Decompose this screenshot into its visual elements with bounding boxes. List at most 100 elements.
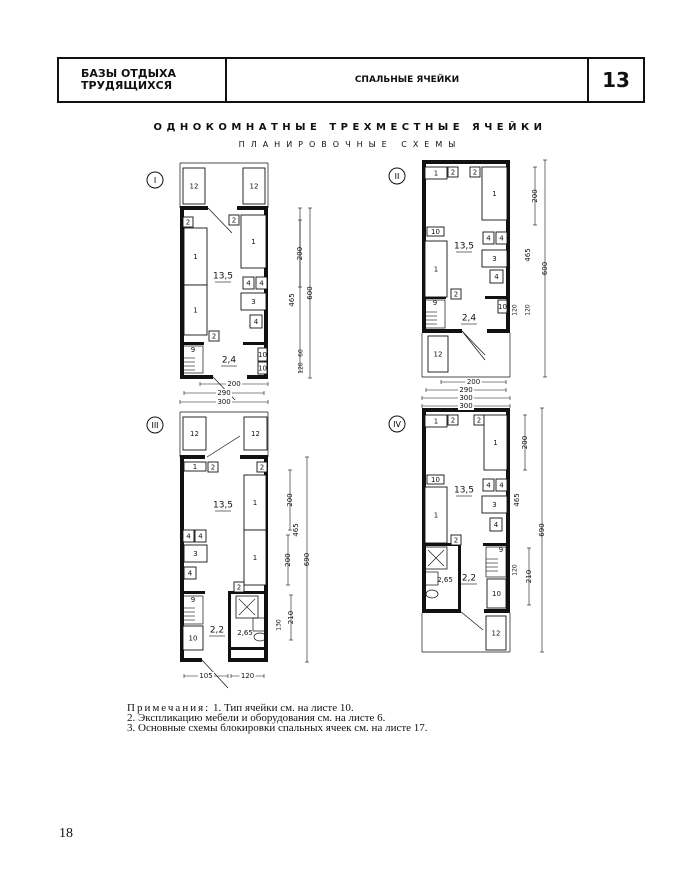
furniture-2: [447, 414, 459, 426]
furniture-label: 4: [198, 533, 203, 541]
furniture-4: [482, 231, 495, 245]
dimension-label: 690: [538, 523, 546, 536]
dimension-label: 130: [276, 619, 283, 631]
furniture-10: [497, 299, 508, 314]
furniture-1: [243, 529, 267, 586]
furniture-label: 1: [193, 463, 197, 471]
wall: [228, 591, 268, 594]
furniture-1: [183, 284, 208, 336]
furniture-label: 10: [258, 365, 267, 373]
furniture-label: 12: [434, 351, 443, 359]
room-area: 2,2: [462, 574, 476, 584]
dimension-label: 120: [512, 564, 519, 576]
furniture-12: [182, 416, 207, 451]
furniture-label: 4: [254, 318, 259, 326]
furniture-label: 4: [499, 235, 504, 243]
wall: [483, 543, 510, 546]
dimension-label: 210: [525, 570, 533, 583]
furniture-4: [489, 269, 504, 284]
furniture-label: 12: [190, 183, 199, 191]
dimension-label: 120: [241, 672, 254, 680]
dimension-label: 465: [513, 493, 521, 506]
furniture-label: 4: [259, 280, 264, 288]
room-area: 13,5: [454, 242, 474, 252]
note-2: 2. Экспликацию мебели и оборудования см.…: [127, 712, 386, 724]
wall: [180, 658, 202, 662]
dimension-label: 465: [292, 523, 300, 536]
furniture-label: 1: [492, 190, 496, 198]
furniture-label: 2: [186, 219, 190, 227]
wall: [422, 160, 426, 332]
stair: [182, 595, 204, 625]
furniture-3: [240, 292, 267, 311]
furniture-label: 1: [193, 253, 197, 261]
furniture-label: 10: [431, 228, 440, 236]
furniture-label: 4: [494, 273, 499, 281]
dimension-label: 290: [217, 389, 230, 397]
wall: [228, 591, 231, 661]
furniture-label: 9: [433, 299, 437, 307]
furniture-label: 2: [473, 169, 477, 177]
furniture-label: 9: [499, 546, 503, 554]
plan-number: II: [395, 172, 400, 181]
furniture-1: [481, 166, 508, 221]
furniture-label: 4: [188, 570, 193, 578]
note-3: 3. Основные схемы блокировки спальных яч…: [127, 722, 428, 734]
furniture-2: [450, 288, 462, 300]
dimension-label: 60: [298, 349, 305, 357]
wall: [180, 375, 213, 379]
line: [461, 330, 486, 361]
line: [201, 659, 229, 689]
dim-gap: [198, 672, 214, 680]
wall: [484, 609, 510, 613]
wall: [264, 206, 268, 378]
plan-number: IV: [393, 420, 401, 429]
furniture-label: 4: [486, 235, 491, 243]
furniture-10: [486, 578, 507, 609]
plan-number-circle: [388, 167, 406, 185]
furniture-2: [228, 214, 240, 226]
dim-gap: [458, 402, 474, 410]
dimension-label: 600: [306, 286, 314, 299]
section-title: БАЗЫ ОТДЫХА ТРУДЯЩИХСЯ: [59, 59, 227, 101]
dimension-label: 290: [459, 386, 472, 394]
section-line-1: БАЗЫ ОТДЫХА: [81, 67, 176, 80]
furniture-label: 2: [451, 417, 455, 425]
page-title: ОДНОКОМНАТНЫЕ ТРЕХМЕСТНЫЕ ЯЧЕЙКИ: [153, 122, 547, 133]
furniture-10: [426, 474, 445, 485]
dimension-label: 120: [298, 362, 305, 374]
wall: [422, 329, 462, 333]
furniture-2: [256, 461, 268, 473]
dimension-label: 120: [512, 304, 519, 316]
furniture-2: [447, 166, 459, 178]
furniture-2: [182, 216, 194, 228]
furniture-label: 1: [434, 170, 438, 178]
dimension-label: 465: [288, 293, 296, 306]
furniture-10: [182, 625, 204, 651]
room-area: 2,65: [237, 629, 253, 637]
shower-tray: [235, 595, 259, 619]
room-area: 2,4: [462, 314, 477, 324]
wall: [240, 455, 268, 459]
wall: [422, 543, 460, 546]
furniture-2: [233, 581, 245, 593]
wall: [485, 296, 510, 299]
furniture-label: 1: [493, 439, 497, 447]
line: [427, 549, 445, 567]
dimension-label: 210: [287, 611, 295, 624]
dimension-label: 300: [217, 398, 230, 406]
furniture-12: [182, 167, 206, 205]
furniture-4: [255, 276, 268, 290]
furniture-label: 12: [492, 630, 501, 638]
furniture-1: [183, 461, 207, 472]
toilet: [425, 589, 439, 599]
furniture-label: 2: [454, 537, 458, 545]
furniture-label: 2: [232, 217, 236, 225]
topic-title: СПАЛЬНЫЕ ЯЧЕЙКИ: [227, 59, 589, 101]
dim-gap: [458, 386, 474, 394]
washbasin: [252, 617, 266, 632]
note-1: 1. Тип ячейки см. на листе 10.: [212, 702, 354, 714]
wall: [506, 160, 510, 332]
dim-gap: [216, 389, 232, 397]
